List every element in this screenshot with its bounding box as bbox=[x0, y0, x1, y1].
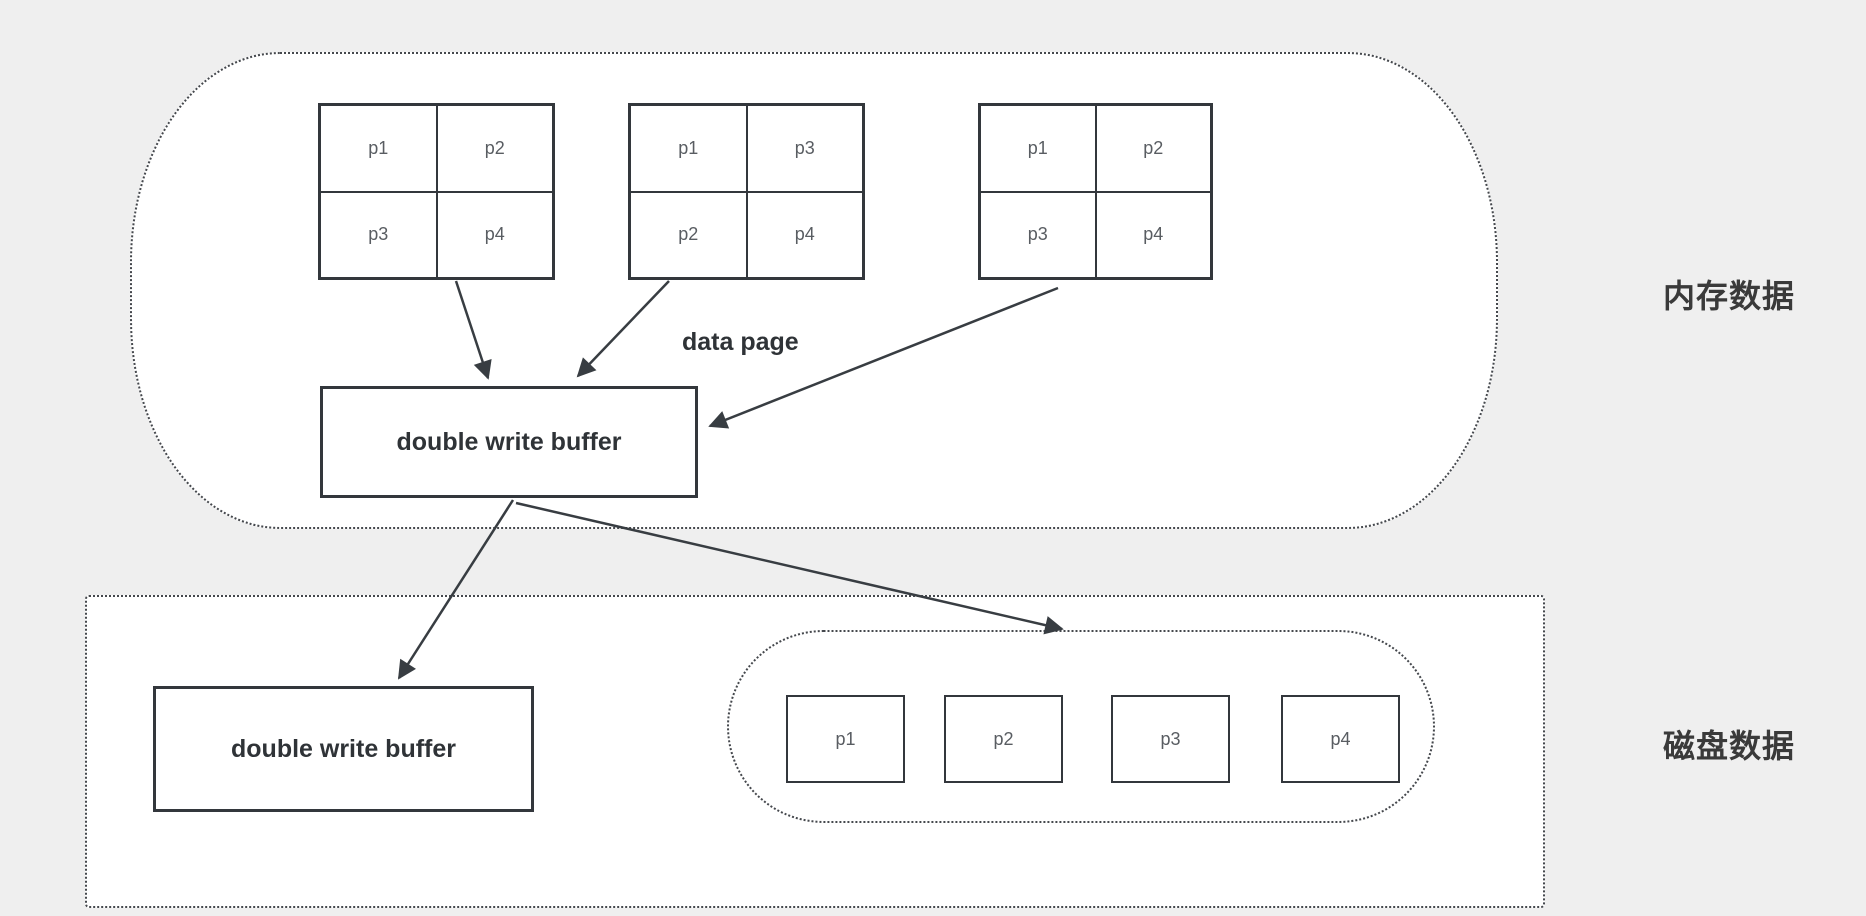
grid1-cell-p1: p1 bbox=[320, 105, 437, 192]
memory-region-label: 内存数据 bbox=[1663, 278, 1796, 314]
disk-region-label: 磁盘数据 bbox=[1663, 728, 1796, 764]
grid2-cell-p3: p3 bbox=[746, 105, 863, 192]
grid3-cell-p3: p3 bbox=[980, 191, 1096, 278]
data-page-grid-3: p1 p2 p3 p4 bbox=[978, 103, 1213, 280]
grid2-cell-p4: p4 bbox=[746, 191, 863, 278]
data-page-grid-2: p1 p3 p2 p4 bbox=[628, 103, 865, 280]
disk-page-p3: p3 bbox=[1111, 695, 1230, 783]
disk-double-write-buffer-box: double write buffer bbox=[153, 686, 534, 812]
disk-page-p1: p1 bbox=[786, 695, 905, 783]
disk-page-p2: p2 bbox=[944, 695, 1063, 783]
data-page-grid-1: p1 p2 p3 p4 bbox=[318, 103, 555, 280]
grid1-cell-p2: p2 bbox=[436, 105, 553, 192]
memory-double-write-buffer-box: double write buffer bbox=[320, 386, 698, 498]
grid3-cell-p2: p2 bbox=[1095, 105, 1211, 192]
grid3-cell-p4: p4 bbox=[1095, 191, 1211, 278]
data-page-label: data page bbox=[682, 328, 799, 356]
grid3-cell-p1: p1 bbox=[980, 105, 1096, 192]
grid1-cell-p4: p4 bbox=[436, 191, 553, 278]
disk-page-p4: p4 bbox=[1281, 695, 1400, 783]
grid1-cell-p3: p3 bbox=[320, 191, 437, 278]
grid2-cell-p1: p1 bbox=[630, 105, 747, 192]
grid2-cell-p2: p2 bbox=[630, 191, 747, 278]
